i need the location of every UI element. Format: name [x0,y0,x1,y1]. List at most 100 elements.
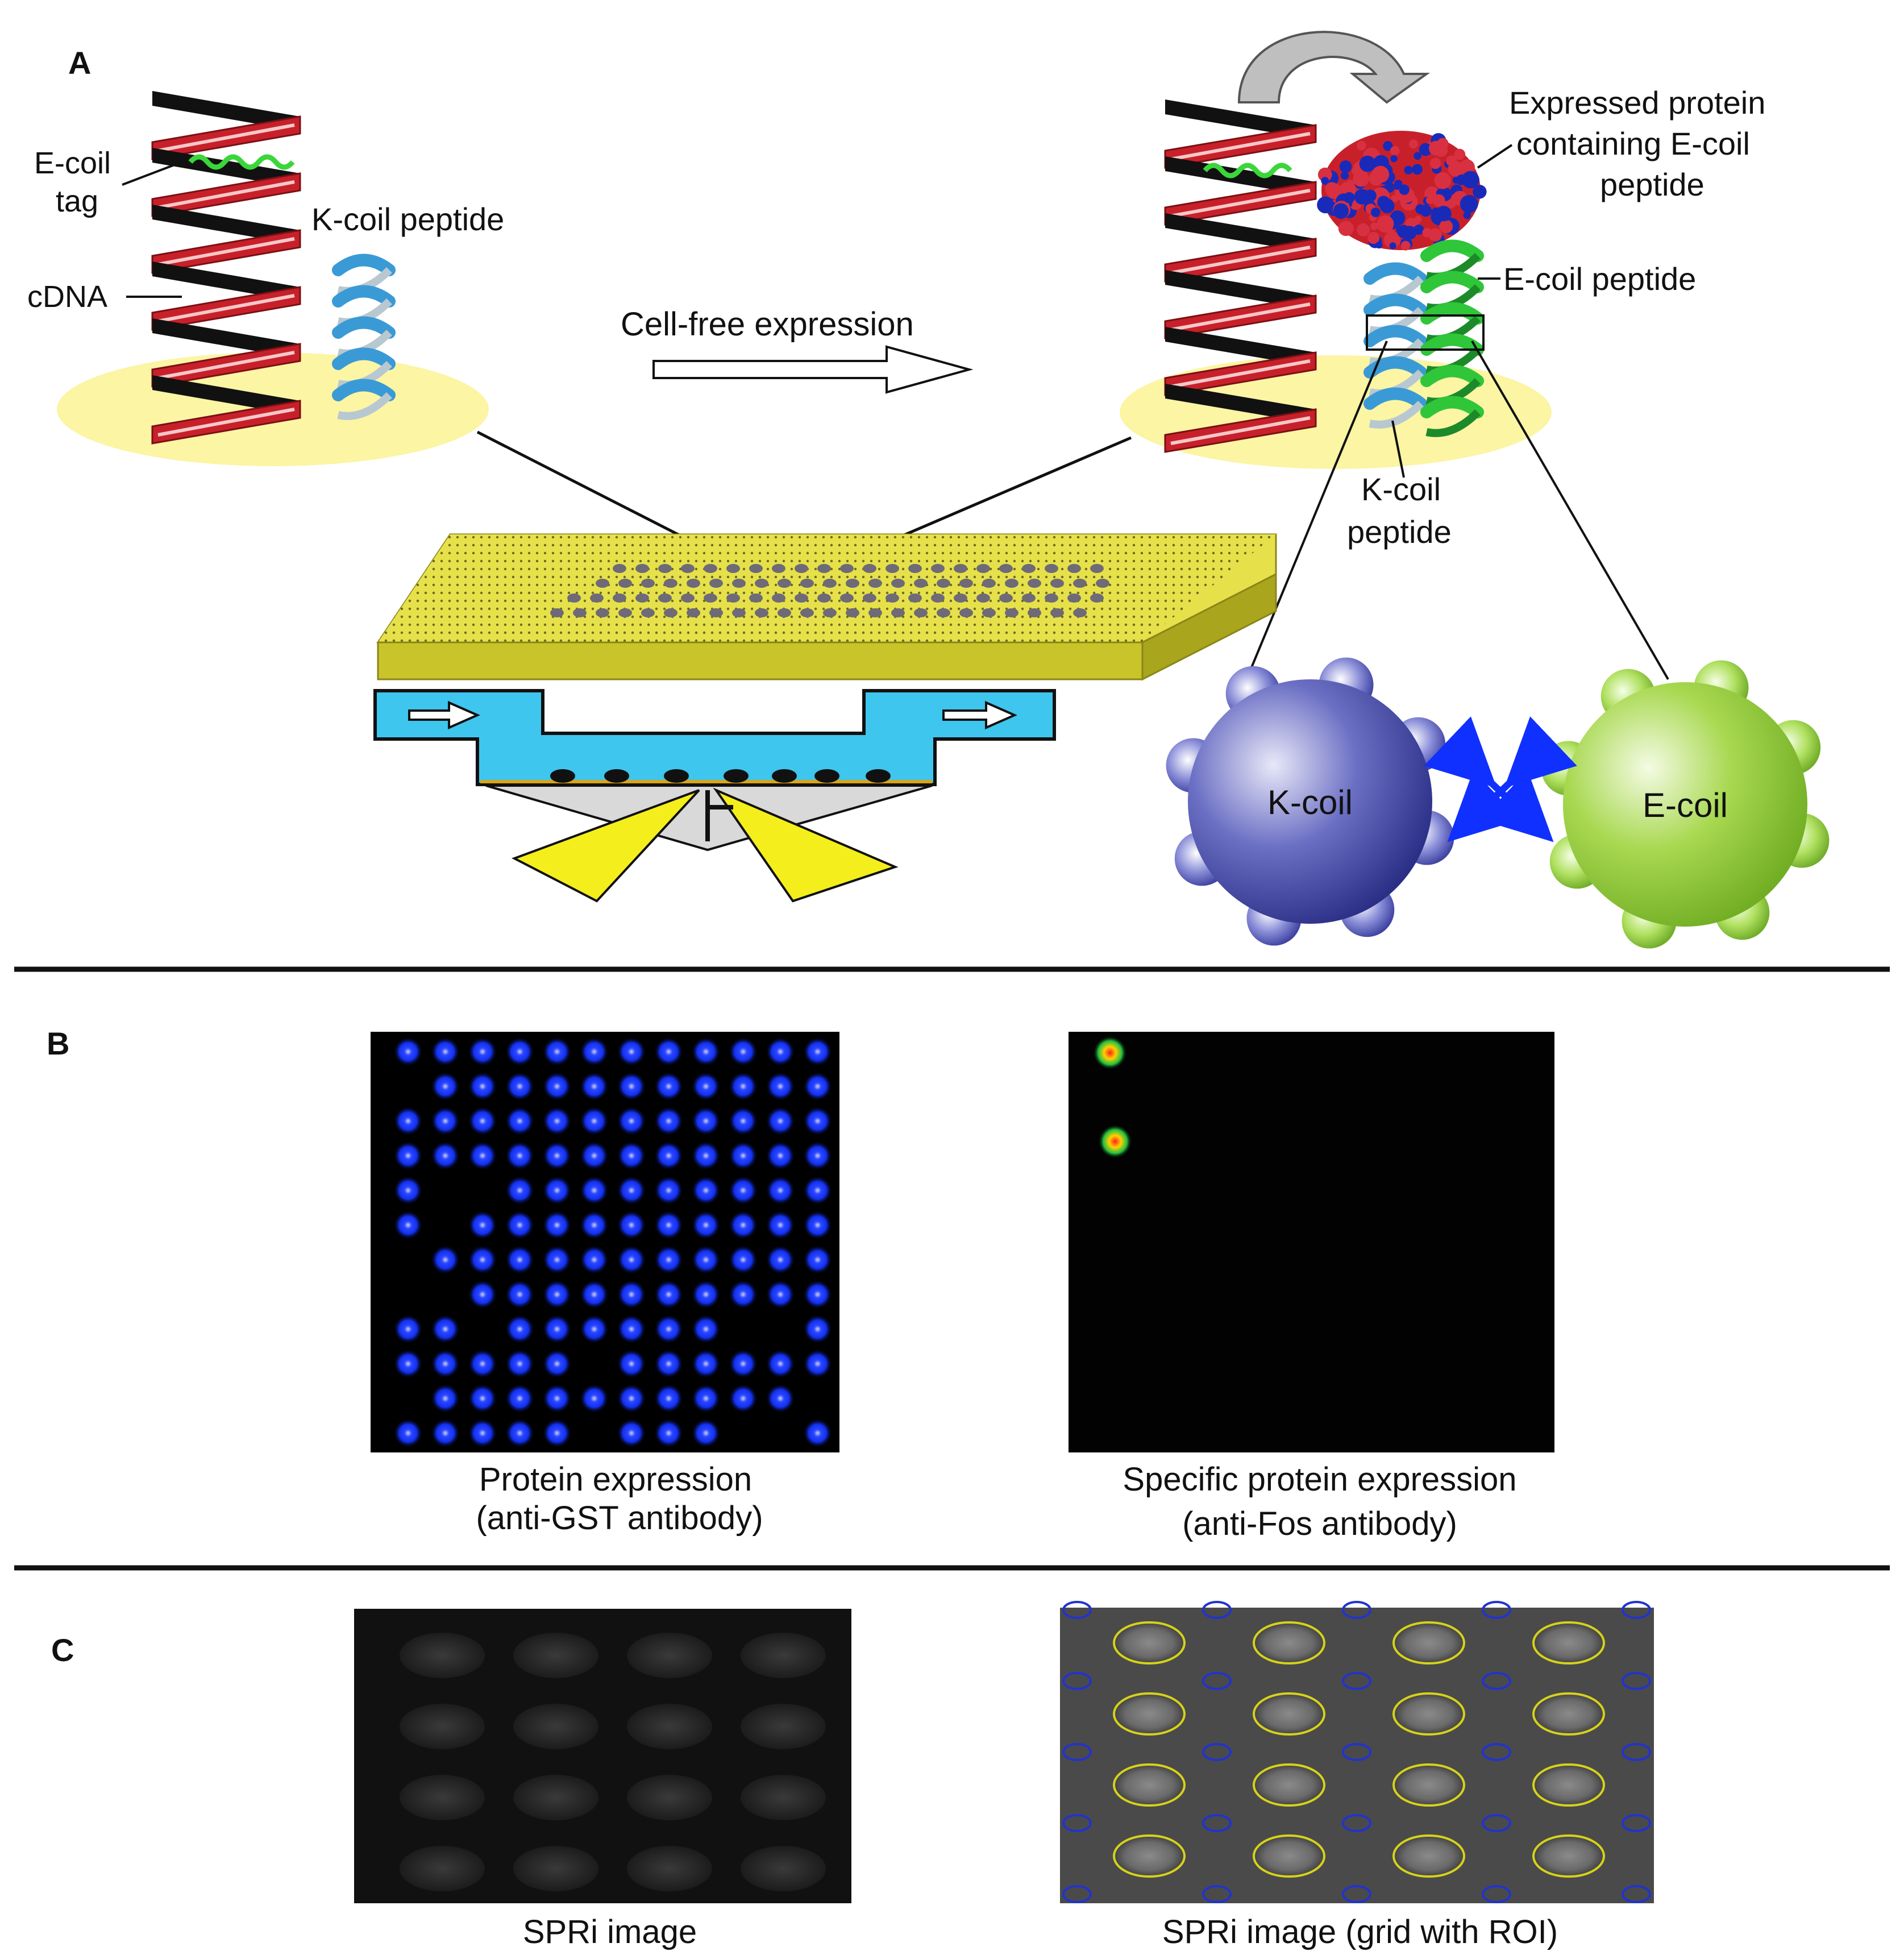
chip-spot [937,608,950,617]
protein-atom [1403,226,1417,240]
spri-spot [741,1775,826,1820]
captured-protein [604,769,629,783]
gst-spot [542,1384,572,1413]
spri-roi-spot [1535,1836,1603,1876]
gst-spot [766,1210,795,1240]
protein-atom [1377,215,1394,233]
roi-blue-ellipse [1062,1743,1092,1761]
gst-spot [579,1141,609,1170]
gst-spot [654,1245,684,1275]
chip-spot [1045,564,1058,573]
chip-spot [778,608,791,617]
chip-spot [1073,579,1087,588]
gst-spot [654,1314,684,1344]
gst-spot [803,1245,833,1275]
captured-protein [772,769,797,783]
gst-spot [728,1141,758,1170]
chip-spot [732,608,746,617]
gst-spot [691,1349,721,1379]
chip-spot [823,608,837,617]
protein-atom [1354,189,1370,205]
captured-protein [866,769,891,783]
helix-highlight [1170,302,1311,331]
chip-spot [1028,608,1041,617]
chip-spot [868,608,882,617]
gst-spot [542,1418,572,1448]
label-e-coil-tag-2: tag [56,184,98,218]
spri-roi-spot [1395,1836,1463,1876]
gst-spot [505,1141,535,1170]
chip-spot [959,608,973,617]
gst-spot [393,1210,423,1240]
roi-blue-ellipse [1622,1885,1651,1903]
protein-atom [1379,198,1395,214]
chip-spot [891,579,905,588]
label-e-coil-peptide: E-coil peptide [1503,261,1696,297]
gst-spot [617,1314,646,1344]
protein-atom [1429,157,1441,169]
panel-c-letter: C [51,1632,74,1668]
chip-spot [817,564,831,573]
gst-spot [691,1176,721,1205]
gst-spot [728,1106,758,1136]
gst-spot [505,1314,535,1344]
chip-spot [800,579,814,588]
roi-blue-ellipse [1342,1814,1371,1832]
label-k-coil-peptide-bottom-2: peptide [1347,514,1452,550]
caption-spri: SPRi image [523,1913,697,1950]
gst-spot [579,1245,609,1275]
spri-spot [400,1633,485,1678]
gst-spot [617,1418,646,1448]
chip-spot [1005,579,1018,588]
gst-spot [505,1245,535,1275]
gst-spot [803,1280,833,1309]
protein-atom [1370,207,1381,217]
gst-spot [691,1418,721,1448]
gst-spot [468,1072,497,1101]
gst-spot [803,1418,833,1448]
label-cell-free-expression: Cell-free expression [621,306,914,343]
e-coil-helix-right [1420,239,1484,437]
coil-turn [1363,325,1427,347]
roi-yellow-ellipse [1253,1834,1325,1878]
interaction-box [1366,314,1485,351]
gst-spot [654,1349,684,1379]
protein-atom [1394,180,1403,188]
chip-spot [709,608,723,617]
gst-spot [542,1176,572,1205]
chip-spot [840,564,854,573]
gst-spot [766,1037,795,1066]
protein-atom [1370,222,1378,230]
spri-spot [513,1633,598,1678]
gst-spot [803,1141,833,1170]
gst-spot [393,1106,423,1136]
leader-e-coil-tag [122,161,182,186]
fos-fluorescence-image [1069,1032,1554,1452]
protein-atom [1400,240,1411,251]
captured-protein [664,769,689,783]
gst-spot [728,1280,758,1309]
label-expressed-protein-1: Expressed protein [1509,85,1765,121]
spri-spot [741,1846,826,1891]
gst-spot [654,1037,684,1066]
roi-yellow-ellipse [1532,1834,1605,1878]
gst-spot-array [393,1037,833,1448]
spri-spot-array [400,1633,826,1891]
gst-spot [691,1245,721,1275]
gst-spot [803,1072,833,1101]
helix-highlight [157,351,295,380]
chip-spot [795,593,808,603]
gst-spot [542,1245,572,1275]
gst-spot [393,1349,423,1379]
roi-yellow-ellipse [1253,1763,1325,1807]
chip-spot [658,593,672,603]
protein-atom [1389,242,1396,250]
gst-spot [505,1106,535,1136]
spri-roi-spot [1395,1765,1463,1805]
chip-spot [931,564,945,573]
roi-blue-ellipse [1062,1601,1092,1619]
helix-back-strand [152,375,300,416]
helix-back-strand [1165,384,1316,424]
gst-spot [654,1072,684,1101]
